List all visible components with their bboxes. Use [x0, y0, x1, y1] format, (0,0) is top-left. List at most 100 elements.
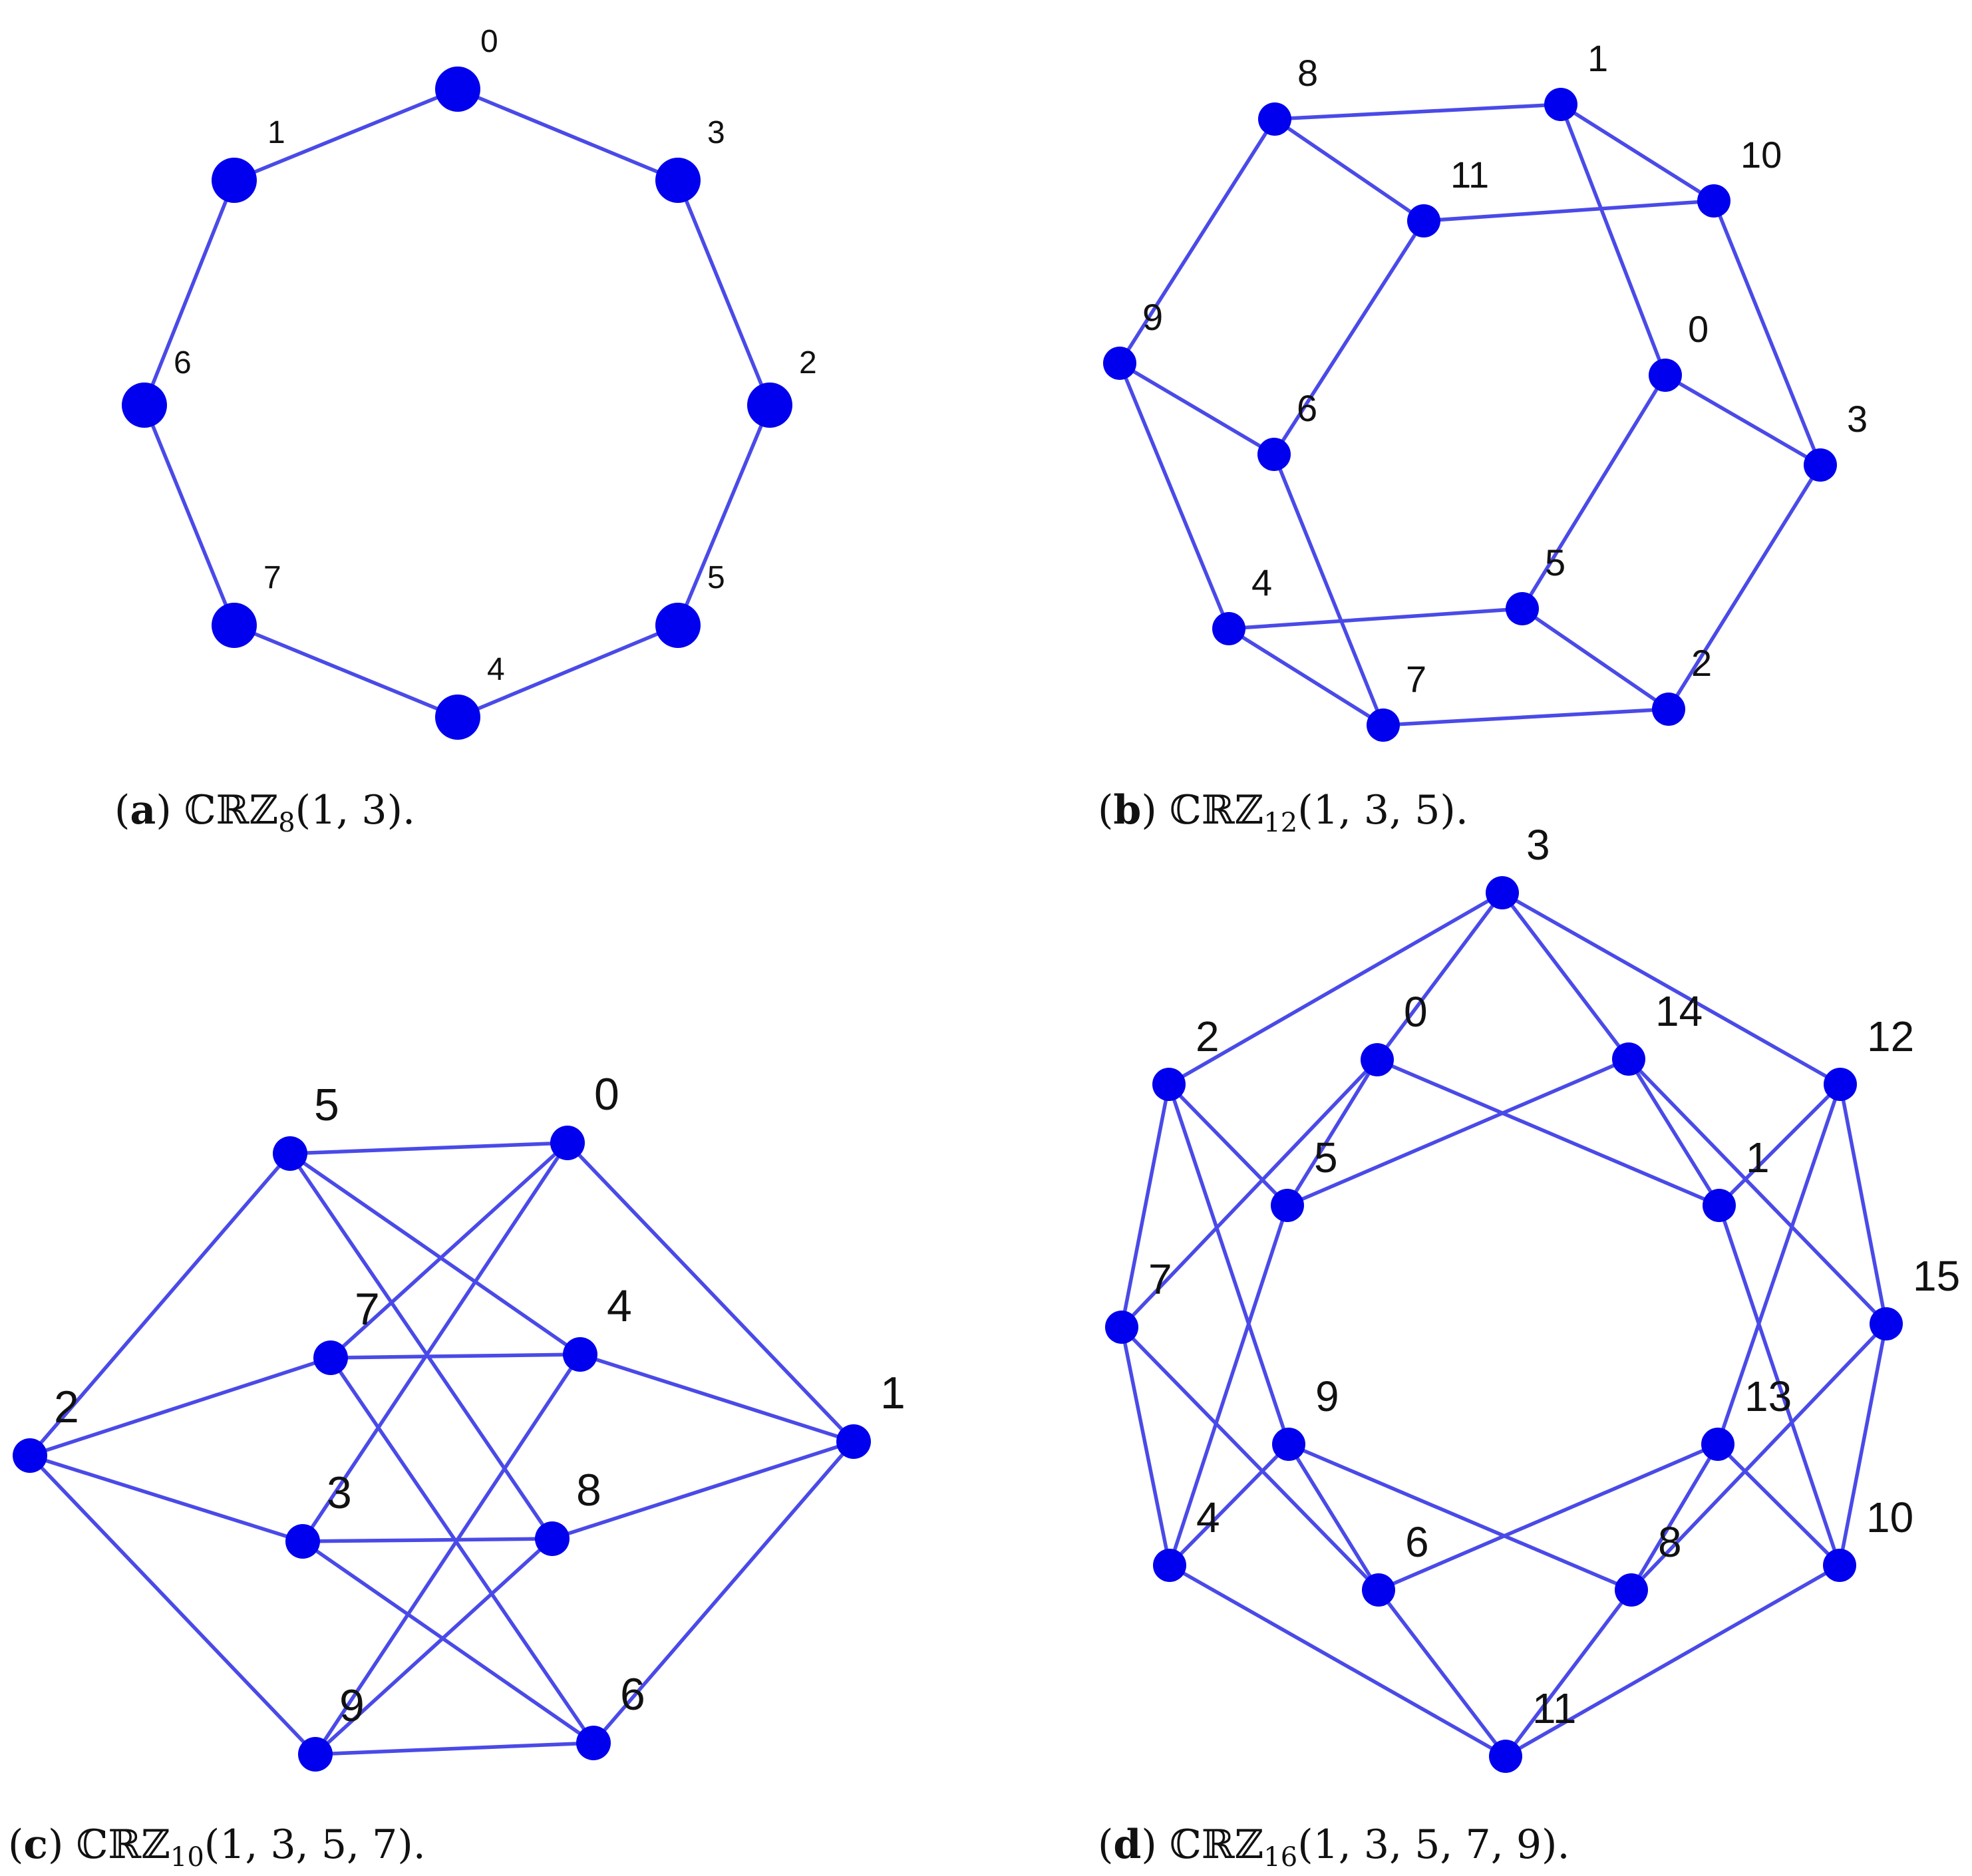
panel-c-caption-subscript: 10 [170, 1842, 204, 1873]
panel-b-node-label-7: 7 [1406, 658, 1426, 700]
panel-d-edge-14-15 [1627, 1057, 1888, 1326]
panel-b-node-label-0: 0 [1688, 308, 1709, 350]
panel-d-edge-2-7 [1120, 1082, 1171, 1329]
panel-c-edge-0-1 [566, 1141, 856, 1444]
panel-d-node-label-5: 5 [1314, 1134, 1338, 1181]
panel-c-caption-tag: c [23, 1821, 48, 1868]
panel-d-node-13 [1701, 1428, 1734, 1461]
panel-c-edge-3-6 [301, 1539, 595, 1745]
panel-a-node-label-5: 5 [707, 560, 725, 595]
panel-d-node-label-13: 13 [1744, 1372, 1792, 1420]
panel-c-edge-5-8 [288, 1152, 554, 1541]
panel-b-edge-1-0 [1559, 102, 1667, 377]
panel-d-edge-3-2 [1167, 891, 1504, 1086]
panel-d-edge-0-1 [1375, 1058, 1721, 1207]
panel-c-node-4 [563, 1337, 597, 1372]
panel-d-node-12 [1824, 1068, 1857, 1101]
panel-d-node-11 [1489, 1740, 1522, 1773]
panel-b-edge-0-3 [1663, 373, 1822, 467]
panel-a-node-label-0: 0 [480, 24, 498, 59]
panel-d-edge-13-10 [1716, 1442, 1842, 1567]
panel-a-edges [142, 87, 772, 719]
panel-d-edge-14-5 [1285, 1057, 1631, 1207]
panel-a-node-label-7: 7 [263, 560, 281, 595]
panel-c-edge-7-4 [329, 1352, 582, 1360]
panel-d-node-label-10: 10 [1866, 1493, 1913, 1541]
panel-d-edge-3-0 [1375, 891, 1504, 1062]
panel-d-node-10 [1823, 1549, 1856, 1582]
panel-b-node-label-1: 1 [1587, 37, 1608, 79]
panel-d-caption: (d) ℂℝℤ16(1, 3, 5, 7, 9). [1098, 1821, 1570, 1873]
panel-a-node-label-1: 1 [267, 115, 285, 150]
panel-c-node-1 [836, 1424, 871, 1459]
panel-b-edge-8-11 [1273, 117, 1426, 223]
panel-d-node-1 [1703, 1189, 1736, 1222]
panel-d-node-label-12: 12 [1867, 1013, 1914, 1060]
panel-d-edge-2-9 [1167, 1082, 1291, 1446]
panel-c-edge-3-8 [301, 1537, 554, 1543]
panel-d-edge-13-6 [1377, 1442, 1720, 1592]
panel-c-edge-4-9 [313, 1352, 582, 1756]
panel-a-edge-5-4 [456, 623, 680, 719]
panel-d-node-15 [1870, 1307, 1903, 1340]
panel-a-edge-0-3 [456, 87, 680, 182]
panel-b-node-9 [1103, 347, 1136, 380]
panel-d-node-label-1: 1 [1746, 1134, 1770, 1181]
panel-d-edge-9-8 [1287, 1442, 1633, 1592]
panel-b-edge-4-5 [1227, 607, 1524, 631]
panel-b-edge-11-6 [1272, 219, 1426, 456]
panel-c-nodes [13, 1126, 871, 1772]
panel-c-edge-5-4 [288, 1152, 582, 1356]
panel-b-edge-4-7 [1227, 627, 1385, 727]
panel-c-node-5 [273, 1136, 307, 1171]
panel-b-edge-9-6 [1118, 361, 1276, 456]
panel-d-node-label-9: 9 [1315, 1372, 1339, 1420]
panel-b-node-11 [1407, 204, 1440, 237]
panel-b-caption: (b) ℂℝℤ12(1, 3, 5). [1098, 787, 1468, 838]
panel-c-edge-4-1 [578, 1352, 856, 1444]
panel-b-caption-name: ℂℝℤ [1170, 787, 1263, 834]
panel-d-node-label-14: 14 [1655, 987, 1703, 1035]
panel-b-node-label-10: 10 [1740, 134, 1782, 176]
panel-c-edges [28, 1141, 856, 1756]
panel-d-caption-args: (1, 3, 5, 7, 9). [1297, 1821, 1569, 1868]
panel-c-edge-7-6 [329, 1356, 595, 1745]
panel-d-caption-name: ℂℝℤ [1170, 1821, 1263, 1868]
panel-b-edge-1-10 [1559, 102, 1716, 203]
panel-d-edge-0-5 [1285, 1058, 1379, 1207]
panel-b-edge-8-9 [1118, 117, 1277, 365]
panel-b-nodes [1103, 88, 1837, 742]
panel-c-node-label-7: 7 [355, 1284, 380, 1334]
panel-a-edge-1-6 [142, 178, 236, 407]
panel-a-node-2 [747, 383, 792, 428]
panel-c-node-label-5: 5 [314, 1080, 339, 1130]
panel-c-edge-0-7 [329, 1141, 570, 1360]
panel-a-node-label-3: 3 [707, 115, 725, 150]
panel-a-edge-0-1 [232, 87, 460, 182]
panel-b-node-0 [1649, 359, 1682, 392]
panel-a-caption-name: ℂℝℤ [184, 787, 278, 834]
panel-b-node-label-11: 11 [1450, 154, 1489, 196]
panel-c-edge-2-9 [28, 1454, 317, 1756]
panel-a-caption-subscript: 8 [278, 808, 295, 838]
panel-c-edge-0-3 [301, 1141, 570, 1543]
panel-d-node-5 [1271, 1189, 1304, 1222]
panel-c-caption-args: (1, 3, 5, 7). [204, 1821, 426, 1868]
panel-a-edge-2-5 [676, 403, 772, 627]
panel-c-edge-1-8 [550, 1440, 856, 1541]
panel-d-node-7 [1105, 1311, 1138, 1344]
panel-a-node-3 [655, 158, 701, 203]
panel-a-node-0 [435, 67, 480, 112]
panel-c-node-label-4: 4 [607, 1281, 632, 1331]
panel-b-edge-6-7 [1272, 452, 1385, 727]
panel-c-node-6 [576, 1726, 611, 1760]
panel-d-edge-7-4 [1120, 1325, 1172, 1567]
panel-d-node-label-11: 11 [1532, 1684, 1576, 1732]
panel-d-caption-tag: d [1113, 1821, 1141, 1868]
panel-c-caption-name: ℂℝℤ [76, 1821, 170, 1868]
panel-d-edge-8-11 [1504, 1588, 1633, 1758]
panel-d-node-9 [1272, 1428, 1305, 1461]
